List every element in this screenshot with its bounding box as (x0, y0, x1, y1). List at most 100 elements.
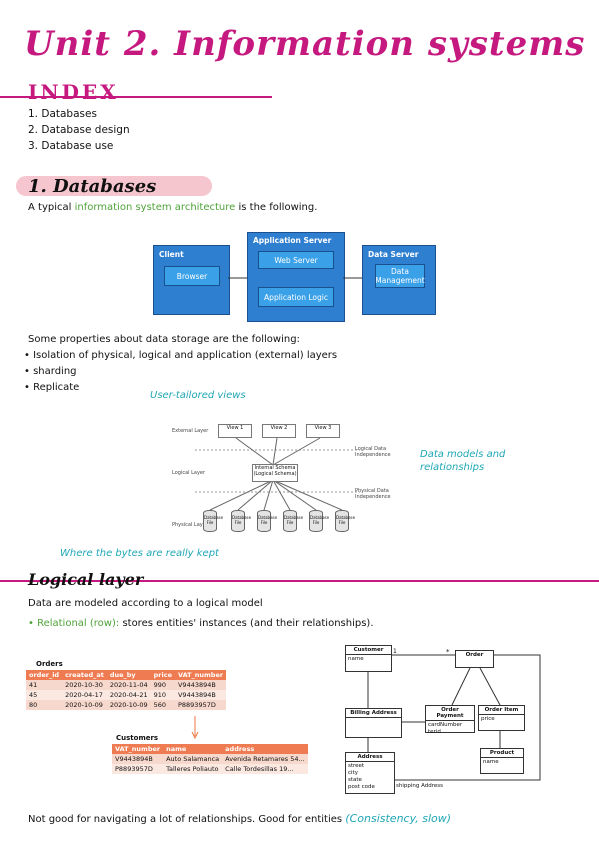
note-bytes: Where the bytes are really kept (60, 548, 219, 559)
uml-billing: Billing Address (345, 708, 402, 738)
ldi-label: Logical Data Independence (355, 446, 391, 458)
physical-layer-label: Physical Layer (172, 522, 208, 528)
table-cell: 560 (150, 700, 175, 710)
database-file: Database File (335, 510, 355, 532)
orders-table: order_id created_at due_by price VAT_num… (26, 670, 227, 710)
table-cell: P8893957D (112, 764, 164, 774)
customers-title: Customers (116, 734, 159, 742)
logical-line: Data are modeled according to a logical … (28, 598, 263, 609)
table-cell: Auto Salamanca (163, 754, 223, 764)
index-item: 3. Database use (28, 140, 114, 152)
uml-fields: street city state post code (348, 763, 375, 790)
table-cell: 2020-11-04 (106, 680, 151, 690)
browser-box: Browser (164, 266, 220, 286)
uml-class-name: Order (465, 652, 484, 658)
logical-layer-label: Logical Layer (172, 470, 206, 476)
page-title: Unit 2. Information systems (24, 24, 586, 64)
database-file: Database File (203, 510, 223, 532)
uml-fields: name (348, 656, 364, 662)
section-divider (0, 580, 599, 582)
table-cell: 910 (150, 690, 175, 700)
database-file: Database File (309, 510, 329, 532)
intro-text-b: information system architecture (74, 202, 236, 213)
column-header: price (150, 670, 175, 680)
table-cell: V9443894B (174, 690, 227, 700)
footer-line: Not good for navigating a lot of relatio… (28, 812, 451, 825)
uml-order: Order (455, 650, 494, 668)
pdi-label: Physical Data Independence (355, 488, 391, 500)
relational-text: stores entities' instances (and their re… (122, 618, 374, 629)
table-cell: Avenida Retamares 54... (222, 754, 308, 764)
database-file: Database File (231, 510, 251, 532)
view-box: View 1 (218, 424, 252, 438)
uml-class-name: Order Payment (426, 706, 474, 721)
data-server-node: Data Server Data Management (362, 245, 436, 315)
section-heading-logical: Logical layer (28, 570, 144, 589)
app-logic-box: Application Logic (258, 287, 334, 307)
app-server-label: Application Server (253, 236, 332, 245)
column-header: VAT_number (174, 670, 227, 680)
section-heading-databases: 1. Databases (28, 176, 157, 197)
table-cell: Talleres Poliauto (163, 764, 223, 774)
table-cell: 41 (26, 680, 63, 690)
internal-schema-box: Internal Schema (Logical Schema) (252, 464, 298, 482)
uml-fields: name (483, 759, 499, 765)
view-box: View 2 (262, 424, 296, 438)
intro-line: A typical information system architectur… (28, 202, 317, 213)
layers-lines (195, 437, 360, 511)
index-list: 1. Databases 2. Database design 3. Datab… (28, 106, 130, 154)
data-server-label: Data Server (368, 250, 419, 259)
uml-shipping-label: shipping Address (396, 783, 444, 789)
table-cell: 2020-10-09 (106, 700, 151, 710)
column-header: order_id (26, 670, 63, 680)
orders-table-wrap: Orders order_id created_at due_by price … (26, 660, 227, 710)
column-header: VAT_number (112, 744, 164, 754)
relational-label: • Relational (row): (28, 618, 120, 629)
column-header: address (222, 744, 308, 754)
props-intro: Some properties about data storage are t… (28, 334, 300, 345)
table-cell: Calle Tordesillas 19... (222, 764, 308, 774)
uml-multiplicity: 1 (393, 648, 397, 655)
uml-order-item: Order Item price (478, 705, 525, 731)
table-cell: 990 (150, 680, 175, 690)
uml-product: Product name (480, 748, 524, 774)
uml-customer: Customer name (345, 645, 392, 672)
table-cell: 45 (26, 690, 63, 700)
table-cell: 2020-04-21 (106, 690, 151, 700)
intro-text-a: A typical (28, 202, 72, 213)
layers-diagram: External Layer Logical Layer Physical La… (150, 410, 391, 542)
view-box: View 3 (306, 424, 340, 438)
uml-fields: cardNumber terid (428, 722, 463, 735)
table-cell: 2020-10-30 (62, 680, 107, 690)
table-cell: V9443894B (112, 754, 164, 764)
table-row: 41 2020-10-30 2020-11-04 990 V9443894B (26, 680, 227, 690)
prop-item: • Replicate (24, 382, 80, 393)
table-row: V9443894B Auto Salamanca Avenida Retamar… (112, 754, 308, 764)
client-node: Client Browser (153, 245, 230, 315)
index-underline (0, 96, 272, 98)
app-server-node: Application Server Web Server Applicatio… (247, 232, 345, 322)
table-row: 80 2020-10-09 2020-10-09 560 P8893957D (26, 700, 227, 710)
uml-class-name: Order Item (479, 706, 524, 715)
table-cell: P8893957D (174, 700, 227, 710)
prop-item: • sharding (24, 366, 77, 377)
index-item: 2. Database design (28, 124, 130, 136)
uml-class-name: Address (346, 753, 394, 762)
database-file: Database File (257, 510, 277, 532)
uml-fields: price (481, 716, 495, 722)
relational-line: • Relational (row): stores entities' ins… (28, 618, 374, 629)
orders-title: Orders (36, 660, 63, 668)
uml-class-name: Product (481, 749, 523, 758)
uml-multiplicity: * (446, 648, 450, 656)
uml-order-payment: Order Payment cardNumber terid (425, 705, 475, 735)
uml-class-name: Billing Address (346, 709, 401, 718)
column-header: name (163, 744, 223, 754)
table-row: 45 2020-04-17 2020-04-21 910 V9443894B (26, 690, 227, 700)
uml-address: Address street city state post code (345, 752, 395, 794)
table-cell: 80 (26, 700, 63, 710)
index-heading: INDEX (28, 80, 119, 104)
web-server-box: Web Server (258, 251, 334, 269)
column-header: due_by (106, 670, 151, 680)
